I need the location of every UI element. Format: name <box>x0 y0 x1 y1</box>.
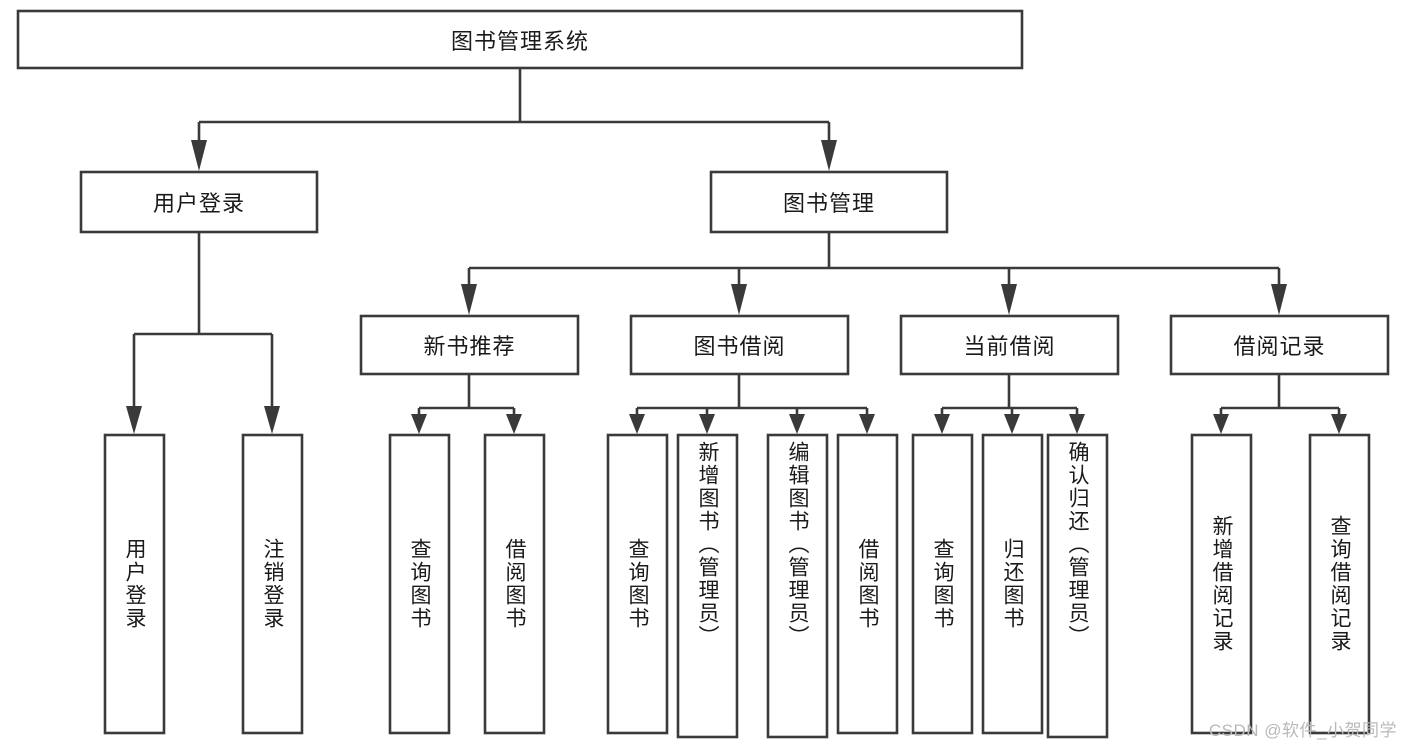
node-box-leaf-query-record[interactable] <box>1308 433 1371 735</box>
arrow-bm-to-current-borrow-icon <box>1001 284 1017 315</box>
arrow-bm-to-new-book-icon <box>461 284 477 315</box>
arrow-br-leaf-2-icon <box>1331 414 1347 434</box>
node-box-leaf-borrow-book-rec[interactable] <box>483 433 546 735</box>
arrow-cb-leaf-3-icon <box>1069 414 1085 434</box>
arrow-br-leaf-1-icon <box>1213 414 1229 434</box>
connector-group-borrow-records <box>1213 374 1347 434</box>
node-box-leaf-add-book[interactable] <box>676 433 739 739</box>
arrow-ul-leaf-2-icon <box>264 406 280 434</box>
arrow-bb-leaf-2-icon <box>699 414 715 434</box>
node-box-borrow-records[interactable] <box>1169 314 1390 376</box>
arrow-root-to-book-management-icon <box>821 140 837 171</box>
node-box-leaf-edit-book[interactable] <box>766 433 829 739</box>
arrow-cb-leaf-2-icon <box>1004 414 1020 434</box>
arrow-ul-leaf-1-icon <box>126 406 142 434</box>
watermark-text: CSDN @软件_小贺同学 <box>1208 721 1397 740</box>
connector-group-book-borrow <box>629 374 875 434</box>
node-box-book-management[interactable] <box>709 170 949 234</box>
node-box-leaf-query-book-rec[interactable] <box>388 433 451 735</box>
node-box-leaf-confirm-return[interactable] <box>1046 433 1109 739</box>
node-box-leaf-borrow-book-bor[interactable] <box>836 433 899 735</box>
arrow-bb-leaf-1-icon <box>629 414 645 434</box>
node-box-user-login[interactable] <box>79 170 319 234</box>
connector-group-root <box>191 68 837 171</box>
node-box-leaf-query-book-bor[interactable] <box>606 433 669 735</box>
node-box-new-book-recommend[interactable] <box>359 314 580 376</box>
node-box-root[interactable] <box>16 9 1024 70</box>
arrow-root-to-user-login-icon <box>191 140 207 171</box>
connector-group-current-borrow <box>934 374 1085 434</box>
node-box-book-borrow[interactable] <box>629 314 850 376</box>
node-box-leaf-return-book[interactable] <box>981 433 1044 735</box>
arrow-bb-leaf-4-icon <box>859 414 875 434</box>
node-box-leaf-query-book-cur[interactable] <box>911 433 974 735</box>
arrow-nb-leaf-1-icon <box>411 414 427 434</box>
arrow-cb-leaf-1-icon <box>934 414 950 434</box>
arrow-bm-to-book-borrow-icon <box>731 284 747 315</box>
arrow-bm-to-borrow-records-icon <box>1271 284 1287 315</box>
node-box-leaf-logout[interactable] <box>241 433 304 735</box>
node-box-current-borrow[interactable] <box>899 314 1120 376</box>
node-box-leaf-user-login[interactable] <box>103 433 166 735</box>
arrow-bb-leaf-3-icon <box>789 414 805 434</box>
connector-group-book-management <box>461 232 1287 315</box>
node-box-leaf-add-record[interactable] <box>1190 433 1253 735</box>
connector-group-new-book <box>411 374 522 434</box>
connector-group-user-login <box>126 232 280 434</box>
arrow-nb-leaf-2-icon <box>506 414 522 434</box>
